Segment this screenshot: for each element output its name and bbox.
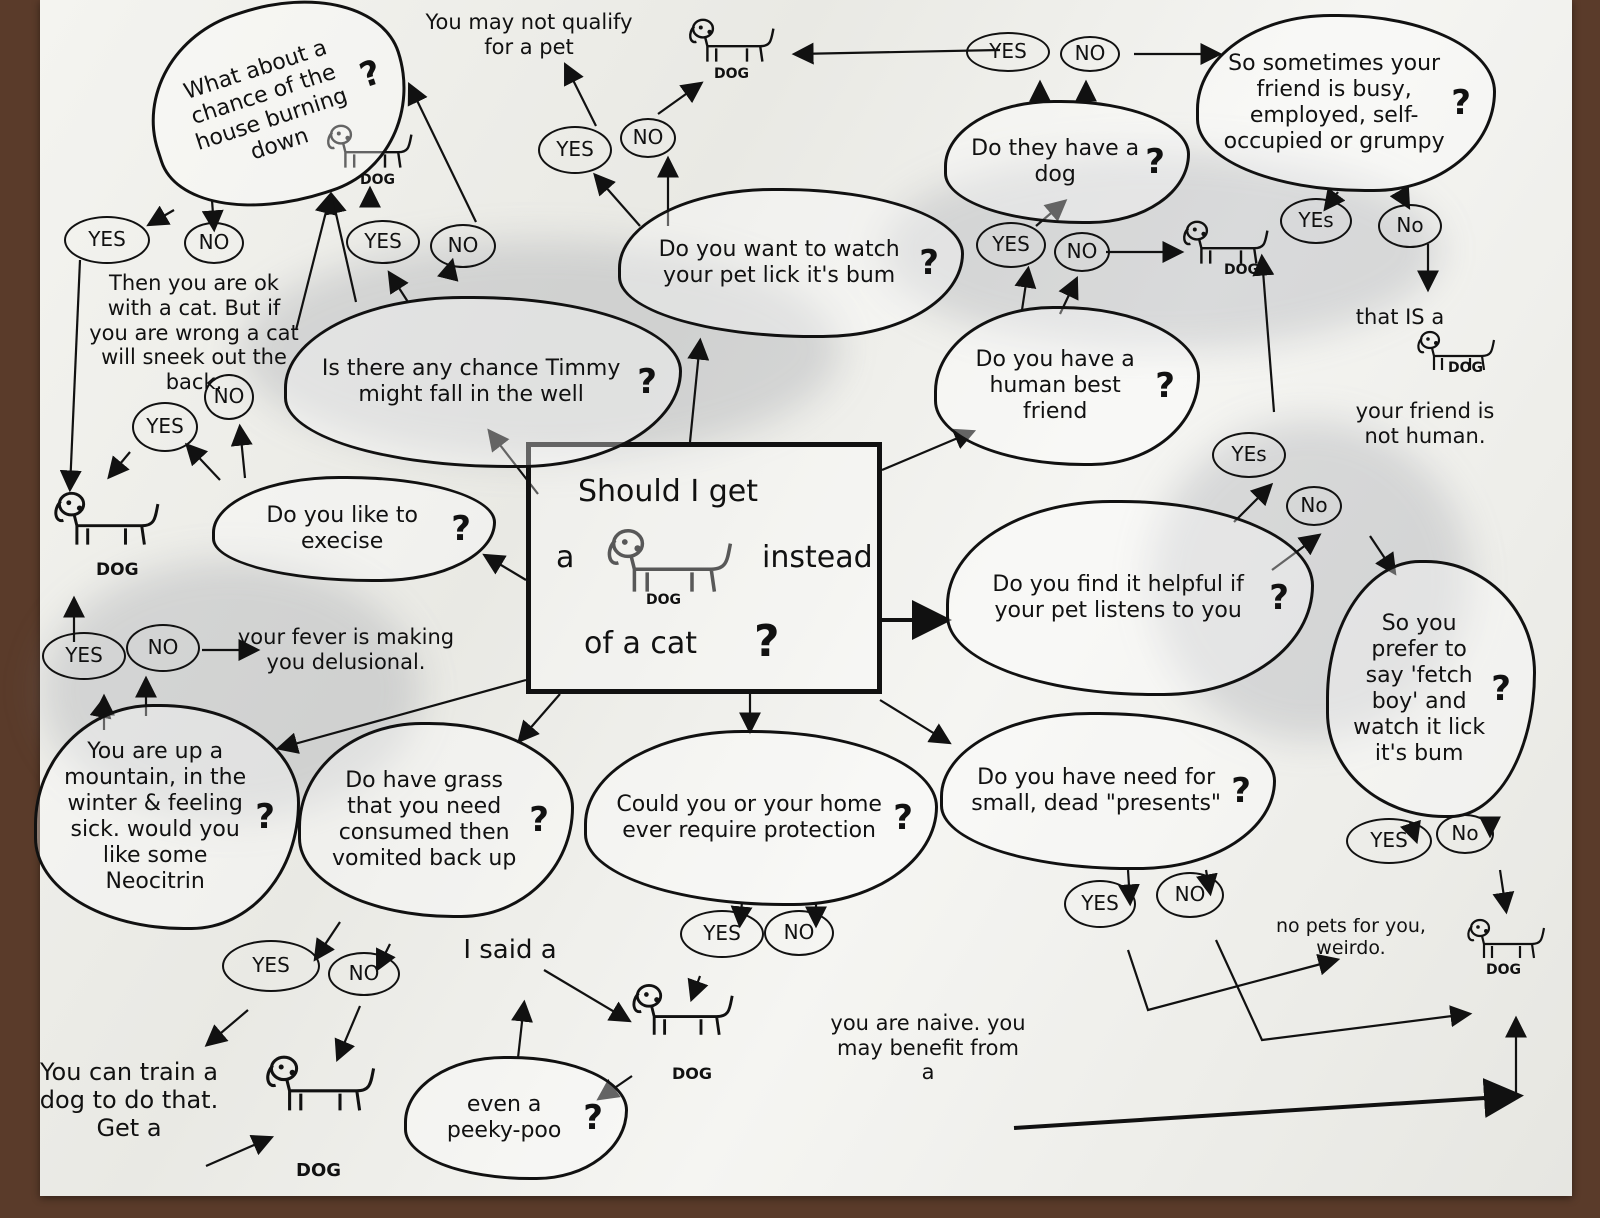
question-fetch-boy: So you prefer to say 'fetch boy' and wat… (1326, 560, 1536, 818)
question-they-have-dog: Do they have a dog? (944, 100, 1190, 224)
answer-no: NO (430, 224, 496, 268)
answer-no: NO (204, 374, 254, 420)
answer-yes: YEs (1212, 432, 1286, 478)
note-train-dog: You can train a dog to do that. Get a (39, 1057, 219, 1143)
question-dead-presents: Do you have need for small, dead "presen… (940, 712, 1276, 870)
answer-no: NO (620, 118, 676, 158)
dog-label: DOG (714, 66, 750, 82)
dog-label: DOG (360, 172, 396, 188)
dog-label: DOG (296, 1160, 342, 1181)
question-protection: Could you or your home ever require prot… (584, 730, 938, 906)
question-busy-friend: So sometimes your friend is busy, employ… (1196, 14, 1496, 192)
note-i-said: I said a (463, 934, 557, 965)
answer-yes: YES (42, 632, 126, 680)
question-lick-bum: Do you want to watch your pet lick it's … (618, 188, 964, 338)
note-weirdo: no pets for you, weirdo. (1276, 914, 1426, 959)
note-that-is: that IS a (1355, 304, 1445, 329)
answer-no: NO (184, 222, 244, 264)
answer-no: NO (328, 952, 400, 996)
answer-yes: YES (222, 940, 320, 992)
answer-yes: YES (538, 126, 612, 174)
dog-label: DOG (672, 1064, 713, 1083)
answer-no: NO (126, 624, 200, 672)
dog-label: DOG (1486, 962, 1522, 978)
answer-yes: YES (1064, 880, 1136, 928)
question-pet-listens: Do you find it helpful if your pet liste… (946, 500, 1314, 696)
question-grass: Do have grass that you need consumed the… (298, 722, 574, 918)
central-question-a: a (556, 540, 575, 575)
question-exercise: Do you like to execise? (212, 476, 496, 582)
answer-yes: YEs (1280, 198, 1352, 244)
dog-label: DOG (1224, 262, 1260, 278)
note-cat-ok: Then you are ok with a cat. But if you a… (89, 271, 299, 395)
question-timmy-well: Is there any chance Timmy might fall in … (284, 296, 682, 468)
answer-no: No (1378, 204, 1442, 248)
note-not-human: your friend is not human. (1355, 399, 1495, 448)
note-fever: your fever is making you delusional. (237, 625, 455, 674)
answer-yes: YES (132, 402, 198, 452)
answer-no: NO (1156, 872, 1224, 918)
answer-no: No (1436, 814, 1494, 854)
answer-yes: YES (346, 220, 420, 264)
central-question-of-a-cat: of a cat (584, 626, 698, 661)
question-peeky-poo: even a peeky-poo? (404, 1056, 628, 1180)
central-question-instead: instead (762, 540, 873, 575)
dog-label: DOG (646, 592, 682, 608)
central-question-line1: Should I get (578, 474, 758, 509)
answer-no: NO (764, 910, 834, 956)
answer-yes: YES (966, 32, 1050, 72)
answer-no: No (1286, 486, 1342, 526)
note-no-qualify: You may not qualify for a pet (425, 10, 633, 59)
central-question-mark: ? (754, 616, 780, 667)
answer-yes: YES (64, 216, 150, 264)
answer-yes: YES (1346, 818, 1432, 864)
question-human-best-friend: Do you have a human best friend? (934, 306, 1200, 466)
central-question-box (526, 442, 882, 694)
question-mountain-neocitrin: You are up a mountain, in the winter & f… (34, 704, 300, 930)
answer-yes: YES (976, 222, 1046, 268)
answer-no: NO (1060, 36, 1120, 72)
note-naive: you are naive. you may benefit from a (830, 1010, 1026, 1085)
answer-no: NO (1054, 232, 1110, 272)
answer-yes: YES (680, 910, 764, 958)
dog-label: DOG (96, 560, 139, 580)
dog-label: DOG (1448, 360, 1484, 376)
